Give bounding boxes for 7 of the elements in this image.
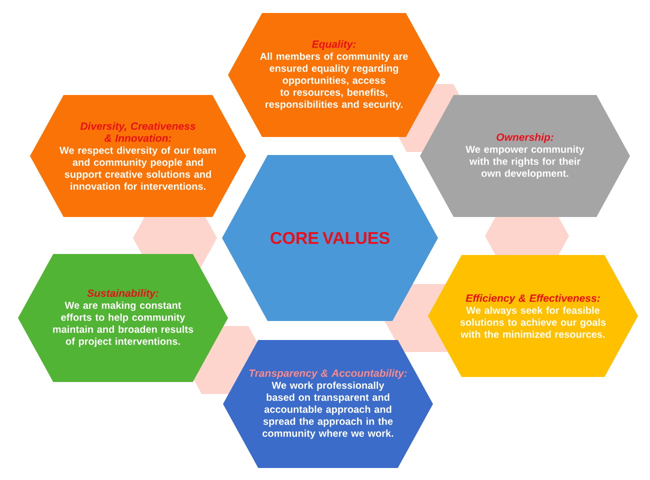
value-hexagon: Efficiency & Effectiveness: We always seek for feasible solutions to achieve our goals with the minimized resources. bbox=[428, 255, 638, 377]
value-hexagon: Sustainability: We are making constant efforts to help community maintain and broaden results of project interventions. bbox=[18, 254, 228, 382]
center-hexagon: CORE VALUES bbox=[222, 155, 438, 321]
value-hexagon: Equality: All members of community are ensured equality regarding opportunities, access to resources, benefits, responsibilities and security. bbox=[228, 13, 440, 137]
value-hexagon: Transparency & Accountability: We work professionally based on transparent and accountable approach and spread the approach in the community where we work. bbox=[223, 340, 433, 468]
value-hexagon: Ownership: We empower community with the rights for their own development. bbox=[420, 95, 630, 217]
value-hexagon: Diversity, Creativeness & Innovation: We respect diversity of our team and community people and support creative solutions and innovation for interventions. bbox=[30, 95, 246, 217]
